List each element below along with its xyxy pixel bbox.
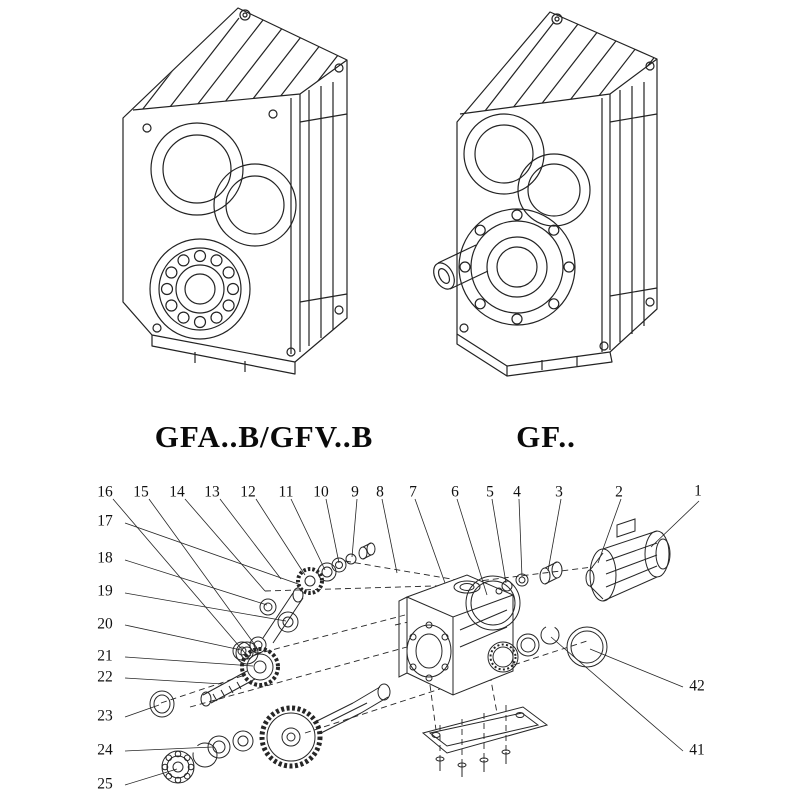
housing-seals-bearings [465, 575, 608, 673]
gearbox-drawing-left [95, 2, 400, 400]
part-number-label: 15 [133, 483, 149, 501]
gearbox-housing [398, 574, 514, 696]
part-number-label: 14 [169, 483, 185, 501]
part-number-label: 16 [97, 483, 113, 501]
part-number-label: 20 [97, 615, 113, 633]
part-number-label: 42 [689, 677, 705, 695]
input-shaft-parts [235, 542, 376, 665]
part-number-label: 10 [313, 483, 329, 501]
intermediate-gear-parts [149, 598, 299, 718]
part-number-label: 7 [409, 483, 417, 501]
part-number-label: 25 [97, 775, 113, 793]
gearbox-left-illustration [122, 7, 348, 375]
part-number-label: 3 [555, 483, 563, 501]
exploded-view-illustration [112, 498, 700, 786]
motor-fasteners [495, 561, 563, 595]
part-number-label: 5 [486, 483, 494, 501]
part-number-label: 41 [689, 741, 705, 759]
part-number-label: 24 [97, 741, 113, 759]
part-number-label: 19 [97, 582, 113, 600]
part-number-label: 18 [97, 549, 113, 567]
part-number-label: 1 [694, 482, 702, 500]
part-number-label: 9 [351, 483, 359, 501]
part-number-label: 17 [97, 512, 113, 530]
part-number-label: 23 [97, 707, 113, 725]
part-number-label: 22 [97, 668, 113, 686]
part-number-label: 8 [376, 483, 384, 501]
leader-lines [112, 498, 700, 786]
gearbox-drawing-right [412, 4, 712, 396]
part-number-label: 2 [615, 483, 623, 501]
caption-left-model: GFA..B/GFV..B [154, 419, 374, 454]
output-shaft-parts [161, 683, 391, 784]
part-number-label: 6 [451, 483, 459, 501]
caption-right-model: GF.. [516, 419, 576, 454]
part-number-label: 11 [278, 483, 294, 501]
part-number-label: 21 [97, 647, 113, 665]
motor [585, 518, 671, 602]
gearbox-right-illustration [433, 11, 658, 377]
part-number-label: 13 [204, 483, 220, 501]
part-number-label: 12 [240, 483, 256, 501]
base-plate [421, 706, 549, 777]
exploded-view-diagram [95, 475, 720, 800]
part-number-label: 4 [513, 483, 521, 501]
